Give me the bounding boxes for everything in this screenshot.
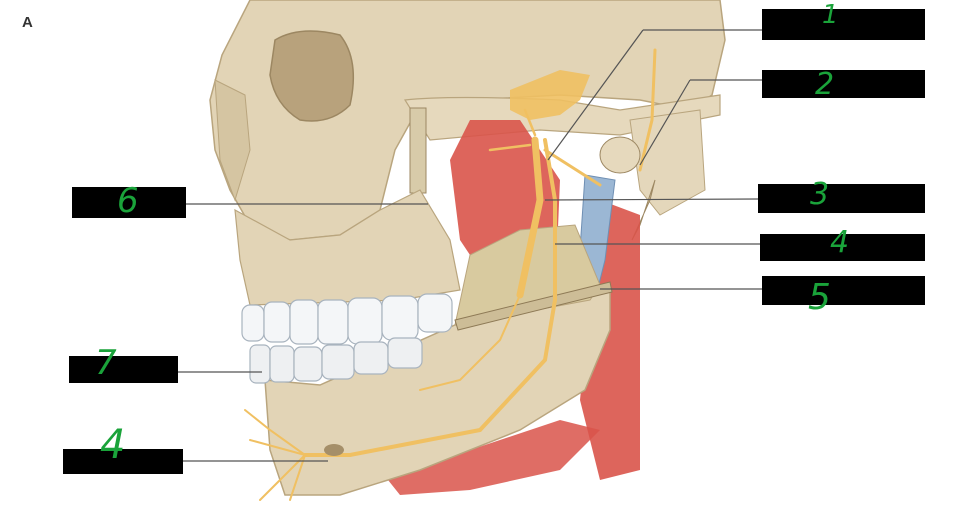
zygoma-cut [409, 107, 427, 194]
label-box-6 [72, 187, 186, 218]
orbit [269, 30, 355, 122]
label-box-1 [762, 9, 925, 40]
ganglion [510, 70, 590, 120]
lower-teeth [249, 337, 423, 384]
label-box-4 [760, 234, 925, 261]
nasal-aperture [214, 79, 251, 202]
mandible-cut [454, 281, 613, 331]
label-box-2 [762, 70, 925, 98]
handwritten-number-7: 7 [95, 343, 117, 383]
handwritten-number-6: 6 [117, 181, 139, 221]
mental-foramen [324, 444, 344, 456]
label-box-3 [758, 184, 925, 213]
mandibular-condyle [599, 136, 641, 174]
handwritten-number-1: 1 [822, 0, 839, 30]
maxilla [234, 189, 461, 306]
label-box-5 [762, 276, 925, 305]
handwritten-number-8: 4 [100, 422, 126, 468]
upper-teeth [241, 293, 453, 345]
label-box-7 [69, 356, 178, 383]
handwritten-number-5: 5 [808, 277, 831, 318]
digastric-muscle [380, 420, 600, 495]
label-box-8 [63, 449, 183, 474]
leader-lines [178, 29, 762, 462]
handwritten-number-4: 4 [830, 225, 850, 260]
handwritten-number-2: 2 [815, 67, 835, 102]
panel-letter: A [22, 14, 33, 31]
handwritten-number-3: 3 [810, 177, 830, 212]
